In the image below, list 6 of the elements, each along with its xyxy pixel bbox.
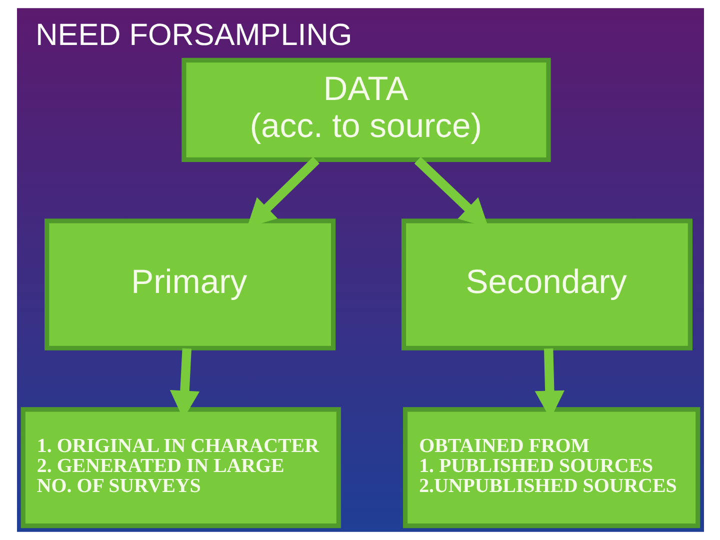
node-box: OBTAINED FROM 1. PUBLISHED SOURCES 2.UNPUBLISHED SOURCES [402, 407, 700, 528]
node-box: Primary [44, 218, 336, 350]
node-box: 1. ORIGINAL IN CHARACTER 2. GENERATED IN LARGE NO. OF SURVEYS [20, 407, 340, 528]
node-box: Secondary [400, 218, 692, 350]
diagram-title: NEED FORSAMPLING [35, 18, 352, 52]
node-box: DATA (acc. to source) [181, 58, 550, 162]
